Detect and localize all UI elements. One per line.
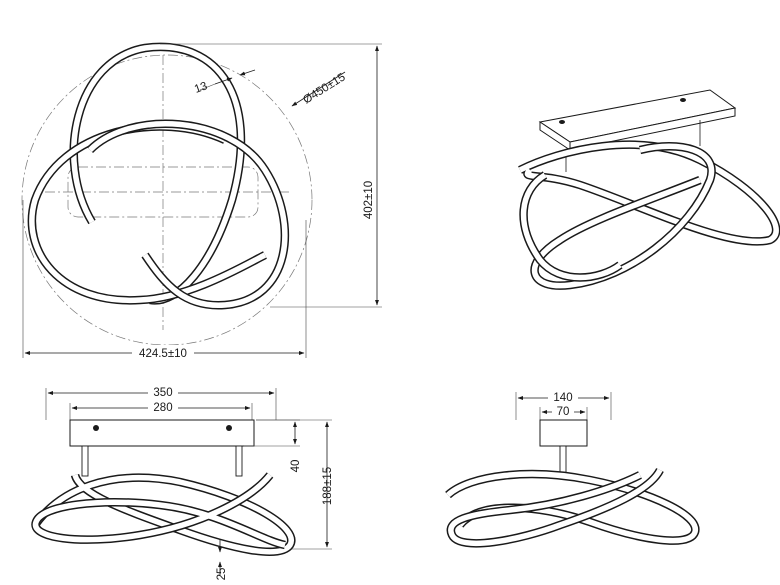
dim-width-top: 424.5±10 bbox=[139, 348, 187, 360]
perspective-view bbox=[518, 89, 780, 290]
side-canopy bbox=[539, 419, 588, 447]
side-view: 140 70 bbox=[445, 391, 700, 548]
side-ring-a bbox=[445, 469, 700, 545]
perspective-ring-b bbox=[530, 142, 716, 290]
dim-height-top: 402±10 bbox=[363, 181, 375, 219]
front-canopy bbox=[69, 419, 255, 447]
dim-base-length: 350 bbox=[153, 387, 172, 399]
dim-base-width: 140 bbox=[553, 392, 572, 404]
perspective-ring-a bbox=[518, 140, 780, 246]
top-view: Ø450±15 13 402±10 424.5±10 bbox=[21, 42, 382, 360]
dim-screw-spacing-side: 70 bbox=[557, 406, 570, 418]
front-ring-b bbox=[31, 472, 286, 550]
dim-diameter: Ø450±15 bbox=[301, 71, 347, 106]
dim-screw-spacing: 280 bbox=[153, 402, 172, 414]
dim-total-height: 188±15 bbox=[322, 467, 334, 505]
dim-ring-thickness: 25 bbox=[216, 568, 228, 581]
ring-loop-upper bbox=[69, 42, 246, 305]
front-view: 350 280 40 188±15 25 bbox=[31, 386, 334, 581]
dim-ring-width: 13 bbox=[193, 80, 209, 96]
dim-canopy-height: 40 bbox=[290, 460, 302, 473]
outer-diameter-circle bbox=[21, 54, 313, 346]
